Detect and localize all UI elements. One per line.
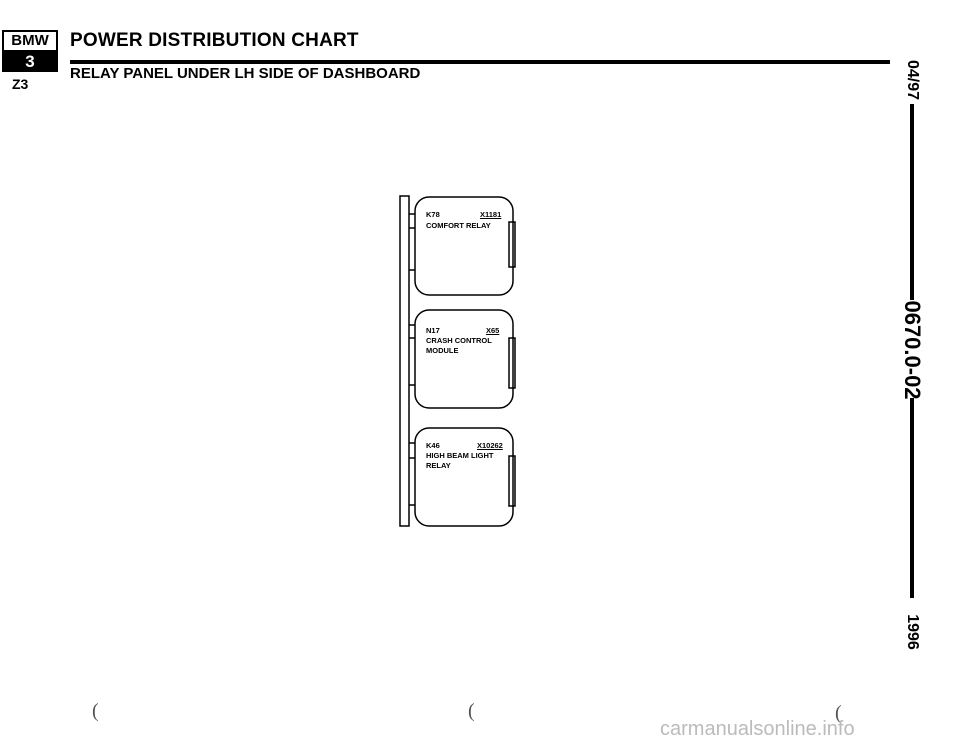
- relay-connector: X10262: [477, 441, 503, 450]
- relay-name: MODULE: [426, 346, 459, 355]
- date-label: 04/97: [904, 59, 921, 101]
- scan-mark: (: [468, 700, 475, 722]
- relay-name: HIGH BEAM LIGHT: [426, 451, 494, 460]
- logo-model: Z3: [12, 76, 29, 92]
- page-subtitle: RELAY PANEL UNDER LH SIDE OF DASHBOARD: [70, 65, 421, 82]
- header-rule: [70, 60, 890, 64]
- relay-id: K46: [426, 441, 440, 450]
- relay-id: K78: [426, 210, 440, 219]
- relay-id: N17: [426, 326, 440, 335]
- doc-number-label: 0670.0-02: [900, 300, 925, 400]
- panel-rail: [399, 195, 410, 527]
- side-doc-number: 0670.0-02: [897, 300, 927, 399]
- bmw-logo: BMW 3 Z3: [2, 30, 60, 92]
- scan-mark: (: [92, 700, 99, 722]
- side-bar-bottom: [910, 398, 914, 598]
- logo-brand: BMW: [2, 30, 58, 52]
- relay-outline: [409, 309, 516, 409]
- side-bar-top: [910, 104, 914, 300]
- side-date: 04/97: [897, 60, 927, 100]
- relay-name: RELAY: [426, 461, 451, 470]
- side-year: 1996: [897, 612, 927, 652]
- scan-mark: (: [835, 702, 842, 724]
- relay-connector: X1181: [480, 210, 502, 219]
- watermark: carmanualsonline.info: [660, 718, 855, 740]
- relay-name: CRASH CONTROL: [426, 336, 492, 345]
- page-title: POWER DISTRIBUTION CHART: [70, 30, 359, 51]
- relay-name: COMFORT RELAY: [426, 221, 491, 230]
- logo-series: 3: [2, 52, 58, 72]
- year-label: 1996: [904, 614, 921, 650]
- relay-connector: X65: [486, 326, 500, 335]
